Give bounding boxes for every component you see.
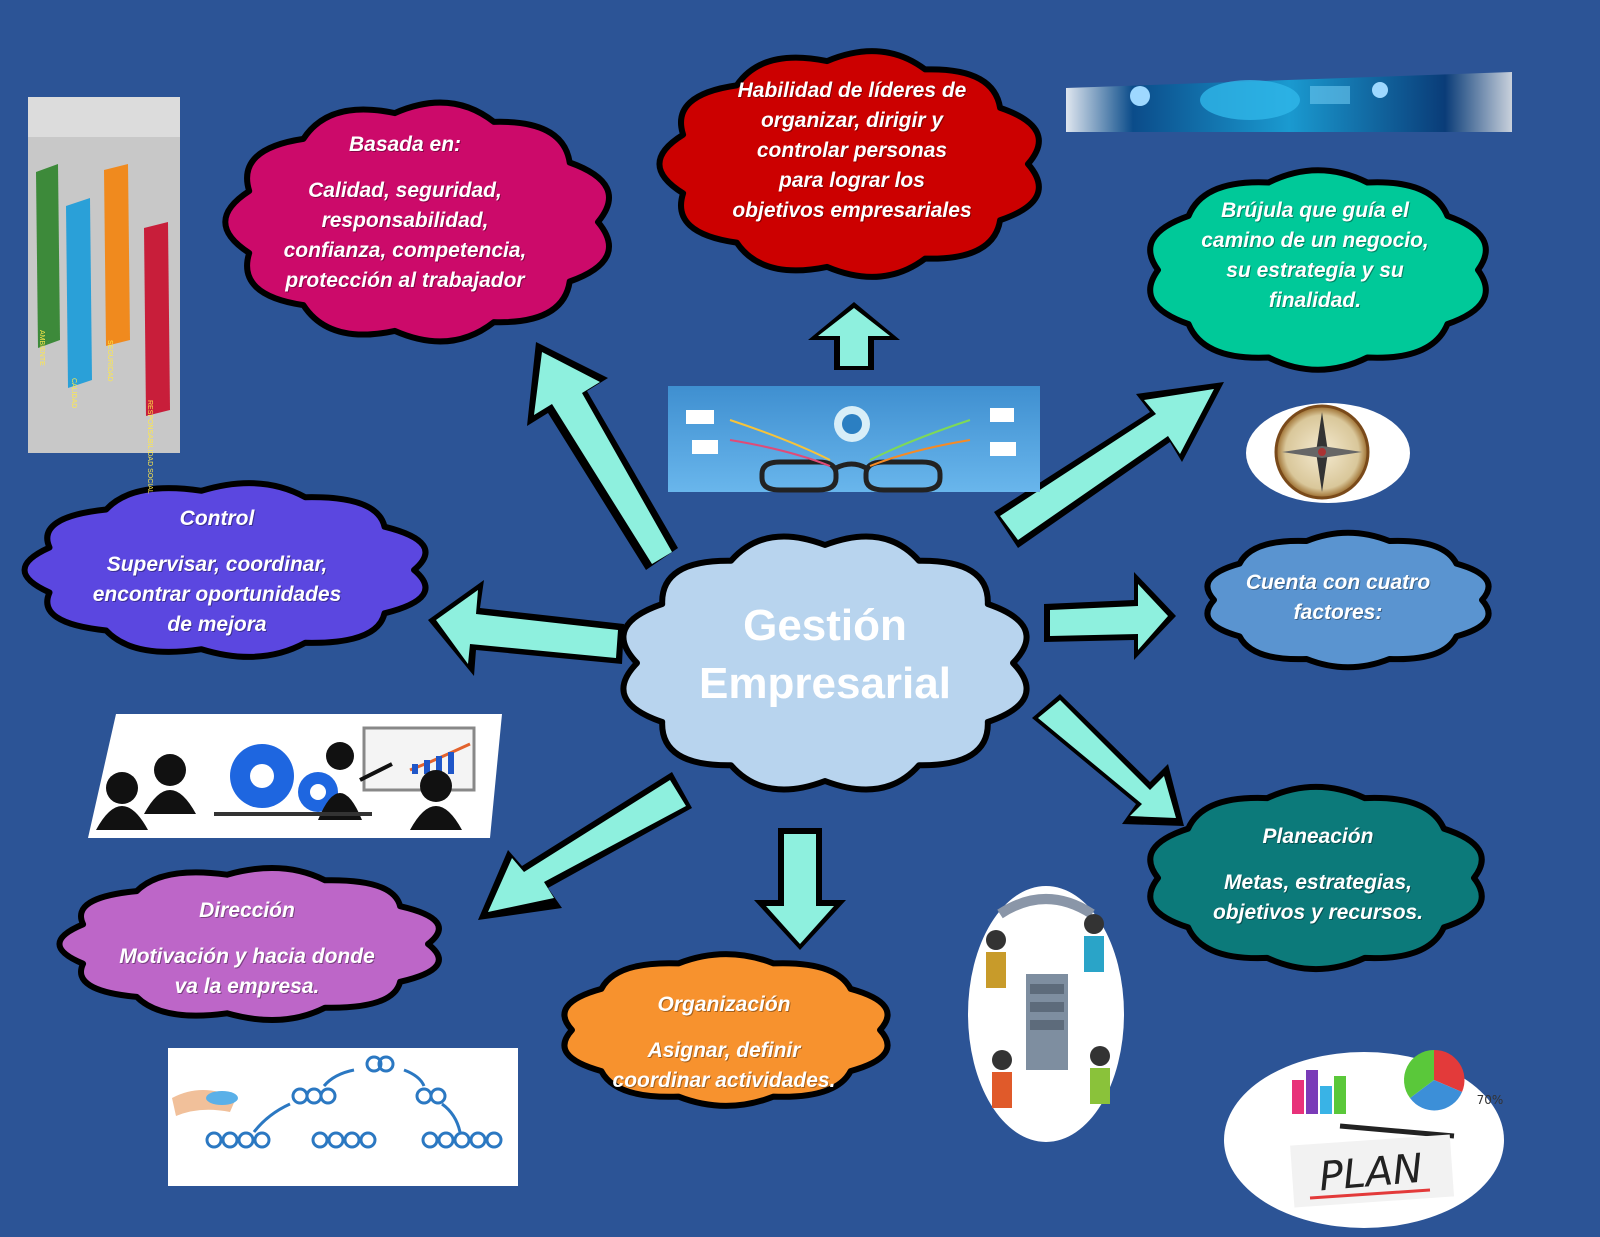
cloud-planeacion (1147, 783, 1485, 973)
central-title-line2: Empresarial (699, 659, 951, 708)
arrow-to-brujula (994, 382, 1224, 548)
node-direccion-body: Motivación y hacia donde va la empresa. (119, 945, 375, 998)
cloud-habilidad (656, 48, 1042, 280)
compass-image (1246, 403, 1410, 503)
server-people-image (968, 886, 1124, 1142)
cloud-organizacion (561, 951, 891, 1109)
tech-banner-image (1066, 72, 1512, 132)
node-planeacion-title: Planeación (1262, 825, 1374, 848)
node-basada-body: Calidad, seguridad, responsabilidad, con… (283, 179, 527, 292)
node-direccion-text: Dirección Motivación y hacia donde va la… (118, 896, 376, 1002)
hierarchy-image (168, 1048, 518, 1186)
data-glasses-image (668, 386, 1040, 493)
node-control-title: Control (179, 507, 255, 530)
node-organizacion-body: Asignar, definir coordinar actividades. (612, 1039, 836, 1092)
cloud-basada (222, 99, 612, 345)
meeting-image (88, 714, 502, 838)
arrow-to-control (428, 580, 624, 676)
node-habilidad-body: Habilidad de líderes de organizar, dirig… (732, 79, 972, 222)
node-direccion-title: Dirección (199, 899, 295, 922)
values-panel-label: SEGURIDAD (106, 340, 113, 382)
node-basada-text: Basada en: Calidad, seguridad, responsab… (280, 130, 530, 296)
node-control-body: Supervisar, coordinar, encontrar oportun… (92, 553, 342, 636)
arrow-to-factores (1044, 572, 1176, 660)
arrow-to-direccion (478, 772, 692, 920)
arrow-to-basada (527, 342, 678, 570)
cloud-brujula (1147, 167, 1489, 373)
node-control-text: Control Supervisar, coordinar, encontrar… (86, 504, 348, 640)
central-title: Gestión Empresarial (640, 597, 1010, 713)
values-panel-image: AMBIENTE CALIDAD SEGURIDAD RESPONSABILIDAD … (28, 97, 180, 494)
arrow-to-habilidad (808, 302, 900, 370)
cloud-control (21, 480, 429, 660)
arrow-to-organizacion (754, 828, 846, 950)
central-title-line1: Gestión (743, 601, 907, 650)
node-factores-body: Cuenta con cuatro factores: (1245, 571, 1431, 624)
node-planeacion-text: Planeación Metas, estrategias, objetivos… (1200, 822, 1436, 928)
node-organizacion-title: Organización (657, 993, 791, 1016)
cloud-central (620, 533, 1030, 793)
node-planeacion-body: Metas, estrategias, objetivos y recursos… (1212, 871, 1424, 924)
plan-image: PLAN 70% (1224, 1049, 1504, 1228)
node-basada-title: Basada en: (348, 133, 462, 156)
cloud-factores (1204, 529, 1492, 671)
values-panel-label: CALIDAD (70, 378, 77, 408)
arrow-to-planeacion (1032, 694, 1184, 826)
node-brujula-body: Brújula que guía el camino de un negocio… (1201, 199, 1429, 312)
plan-percent-text: 70% (1477, 1093, 1504, 1107)
values-panel-label: AMBIENTE (38, 330, 45, 366)
node-factores-text: Cuenta con cuatro factores: (1238, 568, 1438, 628)
node-organizacion-text: Organización Asignar, definir coordinar … (606, 990, 842, 1096)
node-habilidad-text: Habilidad de líderes de organizar, dirig… (732, 76, 972, 226)
connector-arrows (428, 302, 1224, 950)
cloud-direccion (56, 865, 442, 1023)
values-panel-label: RESPONSABILIDAD SOCIAL (146, 400, 153, 494)
node-brujula-text: Brújula que guía el camino de un negocio… (1198, 196, 1432, 316)
